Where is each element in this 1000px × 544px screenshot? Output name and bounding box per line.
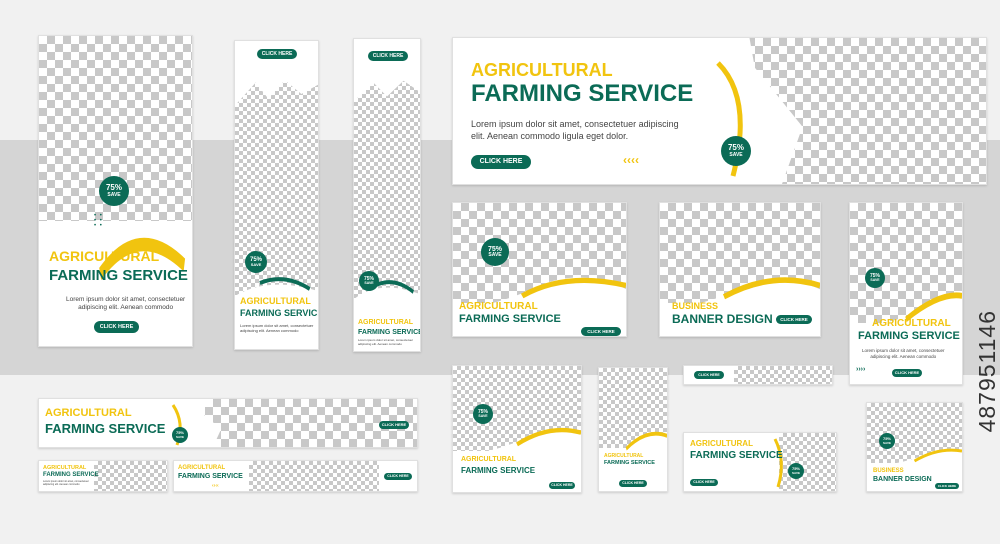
click-here-button[interactable]: CLICK HERE <box>581 327 621 336</box>
save-badge: 75%SAVE <box>788 463 804 479</box>
headline-line1: AGRICULTURAL <box>358 319 414 326</box>
headline-line1: AGRICULTURAL <box>49 248 160 264</box>
badge-percent: 75% <box>791 466 800 472</box>
headline-line2: FARMING SERVICE <box>471 80 694 107</box>
body-text: Lorem ipsum dolor sit amet, consectetuer… <box>240 323 314 334</box>
badge-percent: 75% <box>175 430 184 436</box>
save-badge: 75%SAVE <box>99 176 129 206</box>
badge-percent: 75% <box>363 275 374 282</box>
click-here-button[interactable]: CLICK HERE <box>549 482 575 489</box>
headline-line1: BUSINESS <box>873 468 904 474</box>
banner-portrait-agricultural: 75%SAVE AGRICULTURAL FARMING SERVICE Lor… <box>849 202 963 385</box>
badge-percent: 75% <box>727 143 744 153</box>
click-here-button[interactable]: CLICK HERE <box>384 473 412 480</box>
body-text: Lorem ipsum dolor sit amet, consectetuer… <box>43 480 89 487</box>
headline-line1: AGRICULTURAL <box>872 318 951 329</box>
headline-line2: BANNER DESIGN <box>873 476 932 483</box>
headline-line1: AGRICULTURAL <box>461 456 517 463</box>
badge-save: SAVE <box>729 151 743 158</box>
headline-line1: AGRICULTURAL <box>45 407 132 419</box>
body-text: Lorem ipsum dolor sit amet, consectetuer… <box>471 119 679 141</box>
badge-save: SAVE <box>883 440 891 445</box>
body-text: Lorem ipsum dolor sit amet, consectetuer… <box>66 296 186 312</box>
headline-line1: AGRICULTURAL <box>459 301 538 312</box>
save-badge: 75%SAVE <box>721 136 751 166</box>
save-badge: 75%SAVE <box>865 268 885 288</box>
headline-line2: FARMING SERVICE <box>45 421 166 436</box>
click-here-button[interactable]: CLICK HERE <box>471 155 531 169</box>
badge-percent: 75% <box>105 183 122 193</box>
headline-line2: FARMING SERVICE <box>49 267 188 284</box>
headline-line2: FARMING SERVICE <box>240 308 319 318</box>
click-here-button[interactable]: CLICK HERE <box>257 49 297 59</box>
headline-line2: FARMING SERVICE <box>358 329 421 336</box>
save-badge: 75%SAVE <box>473 404 493 424</box>
banner-square-agricultural-bottom: 75%SAVE AGRICULTURAL FARMING SERVICE CLI… <box>452 365 582 493</box>
banner-square-business: BUSINESS BANNER DESIGN CLICK HERE <box>659 202 821 337</box>
banner-landscape: AGRICULTURAL FARMING SERVICE Lorem ipsum… <box>452 37 987 185</box>
headline-line1: AGRICULTURAL <box>604 453 644 459</box>
click-here-button[interactable]: CLICK HERE <box>776 315 812 324</box>
banner-medium-landscape: AGRICULTURAL FARMING SERVICE 75%SAVE CLI… <box>683 432 837 492</box>
banner-square-business-bottom: 75%SAVE BUSINESS BANNER DESIGN CLICK HER… <box>866 402 963 492</box>
headline-line1: AGRICULTURAL <box>690 439 753 448</box>
body-text: Lorem ipsum dolor sit amet, consectetuer… <box>358 338 414 346</box>
headline-line1: AGRICULTURAL <box>471 60 613 80</box>
click-here-button[interactable]: CLICK HERE <box>935 483 959 489</box>
badge-save: SAVE <box>364 280 374 285</box>
click-here-button[interactable]: CLICK HERE <box>619 480 647 487</box>
headline-line2: FARMING SERVICE <box>690 450 783 461</box>
badge-percent: 75% <box>249 256 262 263</box>
headline-line2: BANNER DESIGN <box>672 312 773 326</box>
badge-percent: 75% <box>477 408 488 415</box>
badge-save: SAVE <box>488 252 502 259</box>
headline-line2: FARMING SERVICE <box>604 460 655 466</box>
headline-line2: FARMING SERVICE <box>43 472 99 478</box>
dot-decoration: • •• •• • <box>94 213 103 229</box>
headline-line1: BUSINESS <box>672 301 719 311</box>
watermark-text: 487951146 <box>974 310 1000 433</box>
click-here-button[interactable]: CLICK HERE <box>690 479 718 486</box>
arrow-decoration: ‹‹‹‹ <box>623 153 639 167</box>
badge-percent: 75% <box>882 436 891 442</box>
save-badge: 75%SAVE <box>481 238 509 266</box>
headline-line1: AGRICULTURAL <box>43 465 87 471</box>
watermark-id: 487951146 <box>974 310 1000 540</box>
badge-percent: 75% <box>487 245 502 253</box>
badge-save: SAVE <box>870 277 880 282</box>
save-badge: 75%SAVE <box>879 433 895 449</box>
headline-line2: FARMING SERVICE <box>178 473 243 480</box>
banner-square-agricultural: 75%SAVE AGRICULTURAL FARMING SERVICE CLI… <box>452 202 627 337</box>
headline-line2: FARMING SERVICE <box>459 313 561 325</box>
headline-line2: FARMING SERVICE <box>858 330 960 342</box>
click-here-button[interactable]: CLICK HERE <box>379 421 409 429</box>
click-here-button[interactable]: CLICK HERE <box>94 321 139 333</box>
banner-leaderboard-small-right: AGRICULTURAL FARMING SERVICE ‹‹‹‹ CLICK … <box>173 460 418 492</box>
badge-save: SAVE <box>176 434 184 439</box>
save-badge: 75%SAVE <box>245 251 267 273</box>
arrow-decoration: ›››› <box>856 366 866 373</box>
arrow-decoration: ‹‹‹‹ <box>212 483 219 489</box>
banner-leaderboard-large: AGRICULTURAL FARMING SERVICE 75%SAVE CLI… <box>38 398 418 448</box>
badge-save: SAVE <box>478 413 488 418</box>
badge-save: SAVE <box>792 470 800 475</box>
banner-narrow-skyscraper: CLICK HERE 75%SAVE AGRICULTURAL FARMING … <box>353 38 421 352</box>
click-here-button[interactable]: CLICK HERE <box>892 369 922 377</box>
headline-line1: AGRICULTURAL <box>178 465 226 471</box>
badge-save: SAVE <box>250 262 262 268</box>
badge-save: SAVE <box>107 191 121 198</box>
banner-story-tall: 75%SAVE • •• •• • AGRICULTURAL FARMING S… <box>38 35 193 347</box>
banner-thin-strip: CLICK HERE <box>683 365 833 385</box>
click-here-button[interactable]: CLICK HERE <box>368 51 408 61</box>
banner-skyscraper: CLICK HERE 75%SAVE AGRICULTURAL FARMING … <box>234 40 319 350</box>
body-text: Lorem ipsum dolor sit amet, consectetuer… <box>862 348 945 359</box>
save-badge: 75%SAVE <box>359 271 379 291</box>
banner-small-portrait: AGRICULTURAL FARMING SERVICE CLICK HERE <box>598 367 668 492</box>
banner-leaderboard-small-left: AGRICULTURAL FARMING SERVICE Lorem ipsum… <box>38 460 168 492</box>
headline-line2: FARMING SERVICE <box>461 466 536 475</box>
click-here-button[interactable]: CLICK HERE <box>694 371 724 379</box>
headline-line1: AGRICULTURAL <box>240 296 311 306</box>
badge-percent: 75% <box>869 272 880 279</box>
save-badge: 75%SAVE <box>172 427 188 443</box>
